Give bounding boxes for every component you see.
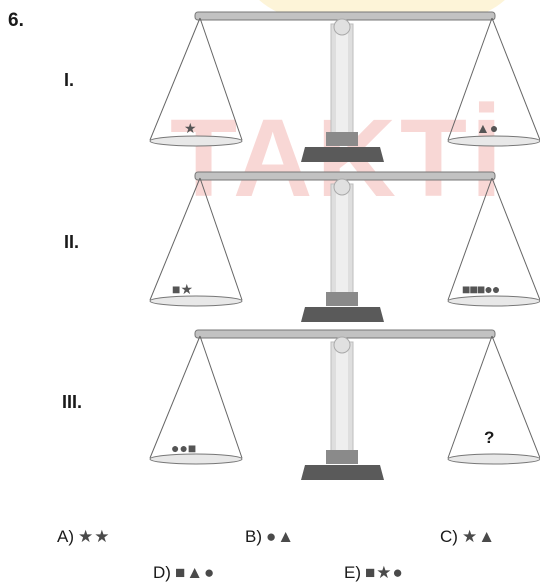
option-a-symbols: ★★ <box>78 527 111 546</box>
option-e[interactable]: E)■★● <box>344 563 404 583</box>
row-label-3: III. <box>62 392 83 412</box>
row-label-2: II. <box>64 232 80 252</box>
option-c-symbols: ★▲ <box>461 527 497 546</box>
option-e-symbols: ■★● <box>365 563 404 582</box>
option-a-letter: A) <box>57 527 74 546</box>
scale-2 <box>149 171 540 323</box>
row1-left-pan: ★ <box>184 120 197 136</box>
option-c-letter: C) <box>440 527 458 546</box>
row1-right-pan: ▲● <box>476 120 499 136</box>
option-b-letter: B) <box>245 527 262 546</box>
option-e-letter: E) <box>344 563 361 582</box>
scale-1 <box>149 11 540 163</box>
option-a[interactable]: A)★★ <box>57 527 110 547</box>
row3-right-pan: ? <box>484 428 495 447</box>
option-d[interactable]: D)■▲● <box>153 563 215 583</box>
option-c[interactable]: C)★▲ <box>440 527 496 547</box>
row3-left-pan: ●●■ <box>171 440 197 456</box>
row-label-1: I. <box>64 70 75 90</box>
scale-3 <box>149 329 540 481</box>
row2-left-pan: ■★ <box>172 281 194 297</box>
option-b[interactable]: B)●▲ <box>245 527 295 547</box>
option-b-symbols: ●▲ <box>266 527 296 546</box>
option-d-letter: D) <box>153 563 171 582</box>
option-d-symbols: ■▲● <box>174 563 216 582</box>
question-number: 6. <box>8 10 24 31</box>
row2-right-pan: ■■■●● <box>462 281 500 297</box>
